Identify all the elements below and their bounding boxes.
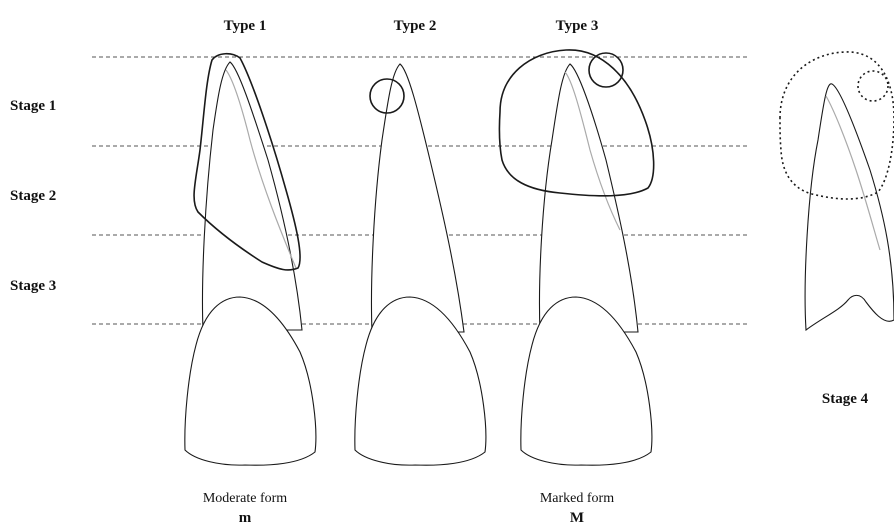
tooth-type-2 [354,63,487,466]
tooth-1-root [201,61,303,331]
tooth-3-lesion-outline [498,49,655,197]
stage-4-label: Stage 4 [822,391,869,407]
tooth-2-crown [354,296,487,466]
row-label-stage-1: Stage 1 [10,98,56,114]
tooth-4-root-canal [825,95,881,251]
row-label-stage-2: Stage 2 [10,188,56,204]
tooth-type-1 [184,52,317,466]
tooth-2-lesion-circle [369,78,405,114]
caption-moderate-form: Moderate form [203,491,287,506]
tooth-4-root [804,83,894,332]
tooth-4-lesion-outline-dotted [779,51,894,200]
column-title-type-3: Type 3 [556,18,599,34]
caption-marked-form: Marked form [540,491,614,506]
tooth-4-lesion-circle-dotted [857,70,889,102]
tooth-type-3 [498,49,655,466]
caption-marked-code: M [570,510,584,526]
tooth-2-root [370,63,465,333]
row-label-stage-3: Stage 3 [10,278,56,294]
column-title-type-2: Type 2 [394,18,437,34]
tooth-3-root [538,63,639,333]
column-title-type-1: Type 1 [224,18,267,34]
tooth-3-crown [520,296,653,466]
caption-moderate-code: m [239,510,252,526]
tooth-3-root-canal [564,71,621,231]
tooth-1-lesion-outline [193,52,301,271]
tooth-3-lesion-circle [588,52,624,88]
tooth-1-root-canal [225,69,297,269]
tooth-1-crown [184,296,317,466]
tooth-stage-4 [779,51,894,332]
